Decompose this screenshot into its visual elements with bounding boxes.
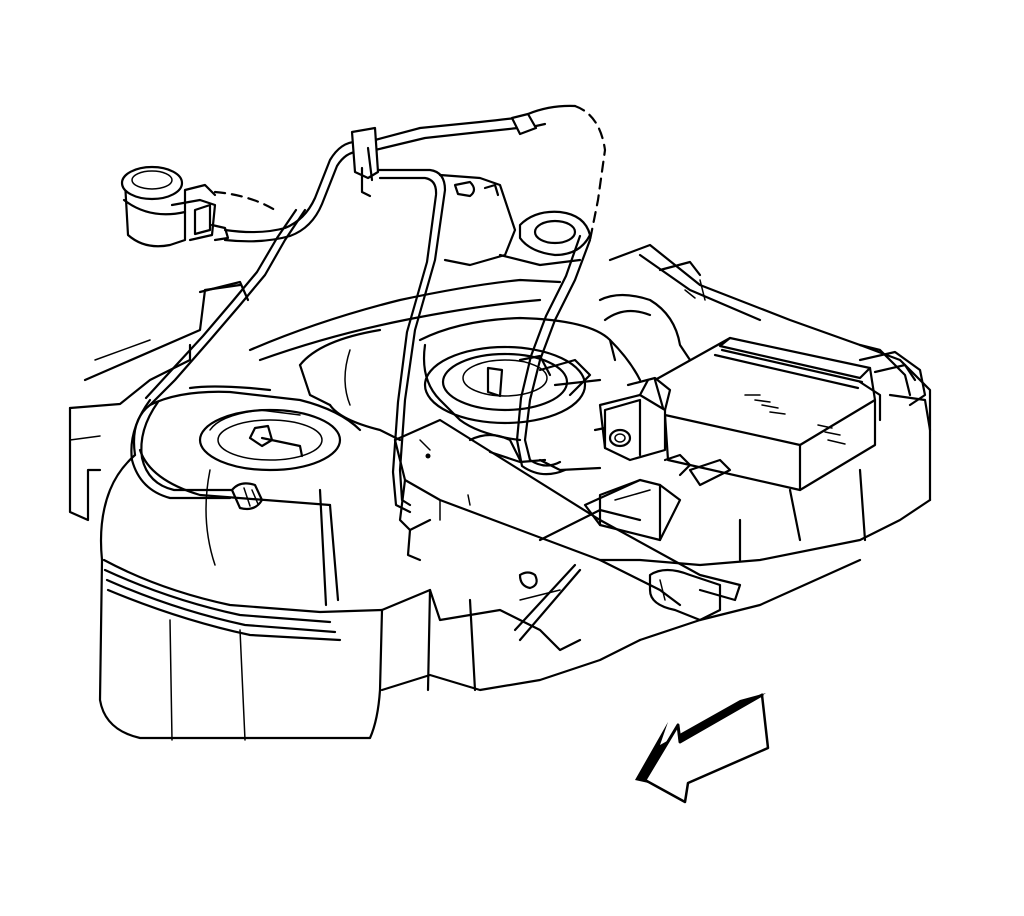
tank-valve-left — [198, 408, 342, 511]
purge-solenoid — [120, 165, 230, 248]
right-bracket — [598, 260, 702, 362]
left-frame-rail — [68, 280, 250, 522]
vapor-hose-purge — [213, 140, 364, 243]
vapor-line-upper — [373, 104, 607, 242]
fuel-pump-module — [423, 345, 602, 425]
vapor-line-left — [130, 385, 272, 500]
frame-crossmember — [393, 418, 742, 642]
line-clamp — [350, 126, 380, 198]
vapor-line-to-tank — [144, 168, 592, 514]
direction-arrow-icon — [635, 693, 770, 804]
right-frame-rail — [608, 243, 932, 502]
tank-mount-bracket — [438, 173, 592, 267]
fuel-tank — [98, 278, 932, 741]
canister-vent-solenoid — [488, 376, 692, 477]
